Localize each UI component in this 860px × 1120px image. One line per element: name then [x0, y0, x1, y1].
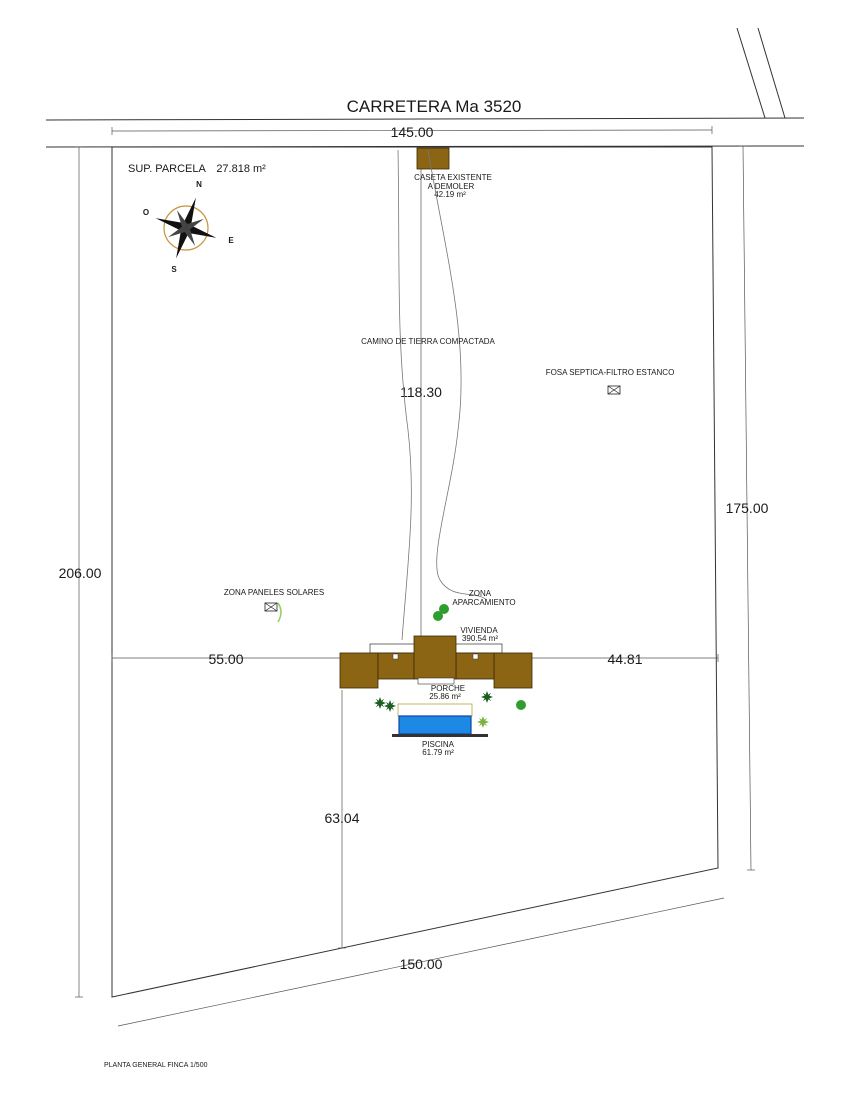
house-door	[417, 677, 455, 685]
caseta-label-1: CASETA EXISTENTE	[414, 173, 492, 182]
piscina-label: PISCINA	[422, 740, 455, 749]
dim-left: 206.00	[59, 565, 102, 581]
compass-ring	[163, 205, 209, 251]
septic-tank-symbol	[607, 385, 621, 395]
piscina-area: 61.79 m²	[422, 748, 454, 757]
zona-label-1: ZONA	[469, 589, 492, 598]
house	[339, 635, 533, 689]
dimension-lines	[75, 126, 755, 1027]
plan-caption: PLANTA GENERAL FINCA 1/500	[104, 1062, 208, 1069]
house-core	[413, 635, 457, 680]
compass-south: S	[171, 265, 177, 274]
house-wing-right	[493, 652, 533, 689]
pool-edge	[392, 734, 488, 737]
dim-house-right: 44.81	[607, 651, 642, 667]
dim-house-bottom: 63.04	[324, 810, 359, 826]
house-window-2	[472, 653, 479, 660]
compass-rose: N E S O	[143, 180, 234, 274]
paneles-label: ZONA PANELES SOLARES	[224, 588, 324, 597]
fosa-label: FOSA SEPTICA-FILTRO ESTANCO	[546, 368, 675, 377]
plot-surface-label: SUP. PARCELA	[128, 163, 207, 175]
pool	[398, 715, 472, 735]
compass-north: N	[196, 180, 202, 189]
compass-west: O	[143, 208, 149, 217]
house-window-1	[392, 653, 399, 660]
tree	[374, 697, 386, 709]
dim-top: 145.00	[391, 124, 434, 140]
camino-label: CAMINO DE TIERRA COMPACTADA	[361, 337, 495, 346]
dim-house-left: 55.00	[208, 651, 243, 667]
zona-label-2: APARCAMIENTO	[452, 598, 515, 607]
earth-path	[397, 149, 488, 641]
dim-right: 175.00	[726, 500, 769, 516]
tree	[481, 691, 493, 703]
compass-east: E	[228, 236, 234, 245]
dim-bottom: 150.00	[400, 956, 443, 972]
caseta-label-2: A DEMOLER	[428, 182, 475, 191]
road-title: CARRETERA Ma 3520	[347, 97, 522, 116]
tree	[433, 611, 443, 621]
existing-hut	[416, 147, 450, 170]
vivienda-area: 390.54 m²	[462, 634, 498, 643]
porche-label: PORCHE	[431, 684, 465, 693]
porche-area: 25.86 m²	[429, 692, 461, 701]
solar-panel-symbol	[264, 602, 278, 612]
plot-surface: SUP. PARCELA 27.818 m²	[128, 163, 266, 175]
caseta-area: 42.19 m²	[434, 190, 466, 199]
tree	[439, 604, 449, 614]
plot-surface-value: 27.818 m²	[216, 163, 266, 175]
plot-boundary	[111, 146, 719, 998]
solar-arc	[277, 602, 282, 623]
tree	[477, 716, 489, 728]
trees	[374, 604, 526, 728]
dim-path-length: 118.30	[400, 384, 442, 400]
tree	[516, 700, 526, 710]
tree	[384, 700, 396, 712]
house-wing-left	[339, 652, 379, 689]
pool-deck	[397, 703, 473, 717]
vivienda-label: VIVIENDA	[460, 626, 498, 635]
